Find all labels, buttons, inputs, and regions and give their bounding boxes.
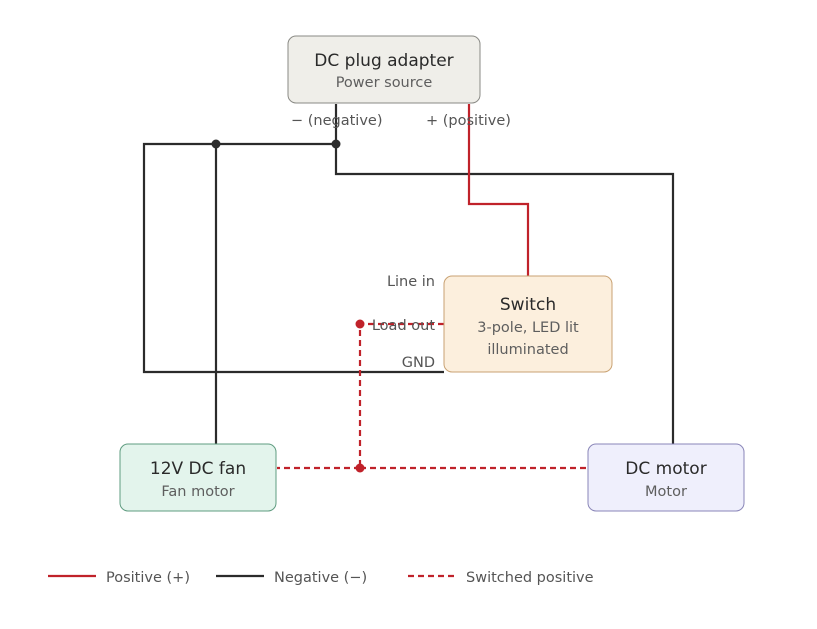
- node-dc-plug-adapter[interactable]: DC plug adapter Power source: [287, 35, 481, 104]
- label-line-in: Line in: [387, 274, 435, 290]
- junction-negative-adapter: [331, 139, 341, 149]
- label-negative-terminal: − (negative): [291, 113, 383, 129]
- fan-box: [119, 443, 277, 512]
- wire-adapter-positive-to-switch: [467, 104, 530, 276]
- label-positive-terminal: + (positive): [426, 113, 511, 129]
- switch-subtitle-line2: illuminated: [487, 342, 568, 358]
- label-gnd: GND: [402, 355, 435, 371]
- adapter-title: DC plug adapter: [314, 51, 453, 71]
- switch-box: [443, 275, 613, 373]
- wire-switch-load-out: [358, 322, 444, 468]
- junction-negative-left: [211, 139, 221, 149]
- node-12v-dc-fan[interactable]: 12V DC fan Fan motor: [119, 443, 277, 512]
- fan-subtitle: Fan motor: [161, 484, 234, 500]
- junction-switched-split: [355, 463, 365, 473]
- motor-subtitle: Motor: [645, 484, 687, 500]
- label-load-out: Load out: [372, 318, 435, 334]
- adapter-subtitle: Power source: [336, 75, 433, 91]
- junctions: [211, 139, 365, 473]
- legend-negative-label: Negative (−): [274, 570, 367, 586]
- legend-switched-label: Switched positive: [466, 570, 594, 586]
- switch-title: Switch: [500, 295, 556, 315]
- motor-title: DC motor: [625, 459, 706, 479]
- fan-title: 12V DC fan: [150, 459, 246, 479]
- node-switch[interactable]: Switch 3-pole, LED lit illuminated: [443, 275, 613, 373]
- junction-load-out: [355, 319, 365, 329]
- legend-positive-label: Positive (+): [106, 570, 190, 586]
- wire-negative-to-motor: [334, 144, 675, 444]
- negative-wires: [142, 104, 675, 444]
- wire-negative-bus-left: [142, 142, 444, 374]
- node-dc-motor[interactable]: DC motor Motor: [587, 443, 745, 512]
- switch-subtitle-line1: 3-pole, LED lit: [477, 320, 579, 336]
- positive-wires: [467, 104, 530, 276]
- motor-box: [587, 443, 745, 512]
- legend: Positive (+) Negative (−) Switched posit…: [48, 570, 594, 586]
- adapter-box: [287, 35, 481, 104]
